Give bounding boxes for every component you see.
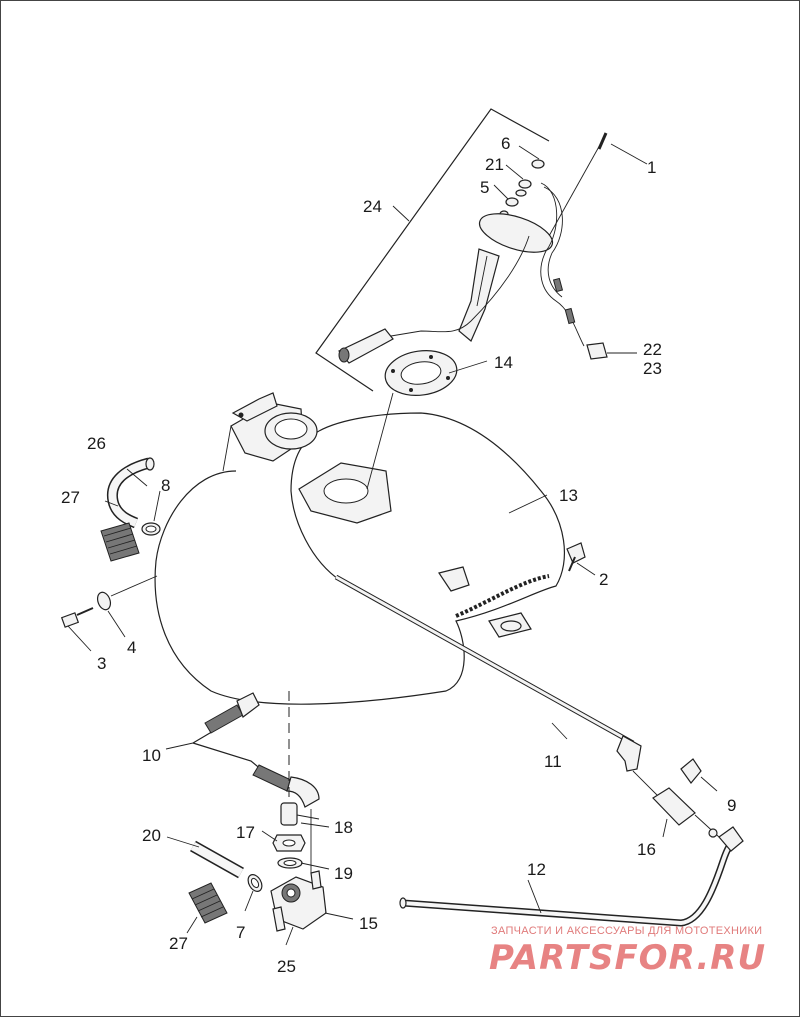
- spring-part-27-top: [100, 522, 140, 562]
- callout-labels: 1 2 3 4 5 6 7 8 9 10 11 12 13 14 15 16 1…: [61, 134, 736, 976]
- callout-4: 4: [127, 638, 136, 657]
- nut-part-6: [531, 159, 545, 169]
- callout-12: 12: [527, 860, 546, 879]
- callout-26: 26: [87, 434, 106, 453]
- callout-14: 14: [494, 353, 513, 372]
- leader-lines: [67, 143, 718, 946]
- watermark: ЗАПЧАСТИ И АКСЕССУАРЫ ДЛЯ МОТОТЕХНИКИ PA…: [489, 925, 766, 978]
- clip-part-9: [680, 758, 702, 784]
- gasket-part-14: [384, 350, 458, 396]
- callout-17: 17: [236, 823, 255, 842]
- watermark-brand: PARTSFOR.RU: [489, 938, 766, 978]
- nut-part-17: [272, 834, 306, 852]
- callout-16: 16: [637, 840, 656, 859]
- float-part: [338, 328, 394, 364]
- callout-20: 20: [142, 826, 161, 845]
- sending-unit-body: [390, 182, 585, 347]
- callout-11: 11: [544, 752, 562, 771]
- callout-27-top: 27: [61, 488, 80, 507]
- spring-part-27-bottom: [188, 882, 228, 924]
- callout-18: 18: [334, 818, 353, 837]
- callout-24: 24: [363, 197, 382, 216]
- sending-unit-bracket-outline: [315, 108, 550, 392]
- callout-7: 7: [236, 923, 245, 942]
- crossover-hose-part-10: [192, 692, 320, 808]
- bolt-leader-line: [110, 575, 158, 597]
- watermark-tagline: ЗАПЧАСТИ И АКСЕССУАРЫ ДЛЯ МОТОТЕХНИКИ: [491, 925, 762, 937]
- petcock-part-25: [270, 870, 327, 932]
- hose-part-26: [106, 457, 155, 529]
- connector-part-22-23: [552, 277, 608, 360]
- callout-8: 8: [161, 476, 170, 495]
- vent-line-part-11: [334, 574, 662, 800]
- fuel-tank-part-13: [154, 392, 566, 705]
- callout-22: 22: [643, 340, 662, 359]
- callout-21: 21: [485, 155, 504, 174]
- hose-part-20: [190, 840, 244, 879]
- fitting-part-18: [280, 802, 320, 873]
- washer-part-19: [277, 857, 303, 869]
- washer-part-21: [515, 179, 532, 197]
- callout-6: 6: [501, 134, 510, 153]
- callout-27-bottom: 27: [169, 934, 188, 953]
- callout-5: 5: [480, 178, 489, 197]
- callout-15: 15: [359, 914, 378, 933]
- callout-1: 1: [647, 158, 656, 177]
- callout-9: 9: [727, 796, 736, 815]
- callout-25: 25: [277, 957, 296, 976]
- bolt-part-2: [566, 542, 586, 572]
- vent-line-part-12: [399, 826, 744, 927]
- bolt-part-3: [60, 607, 94, 628]
- screw-part-1: [548, 132, 608, 237]
- clamp-part-7: [247, 874, 263, 892]
- callout-19: 19: [334, 864, 353, 883]
- callout-2: 2: [599, 570, 608, 589]
- washer-part-4: [96, 591, 112, 611]
- clamp-part-8: [141, 522, 161, 536]
- callout-3: 3: [97, 654, 106, 673]
- callout-10: 10: [142, 746, 161, 765]
- callout-13: 13: [559, 486, 578, 505]
- callout-23: 23: [643, 359, 662, 378]
- filter-part-16: [652, 787, 720, 838]
